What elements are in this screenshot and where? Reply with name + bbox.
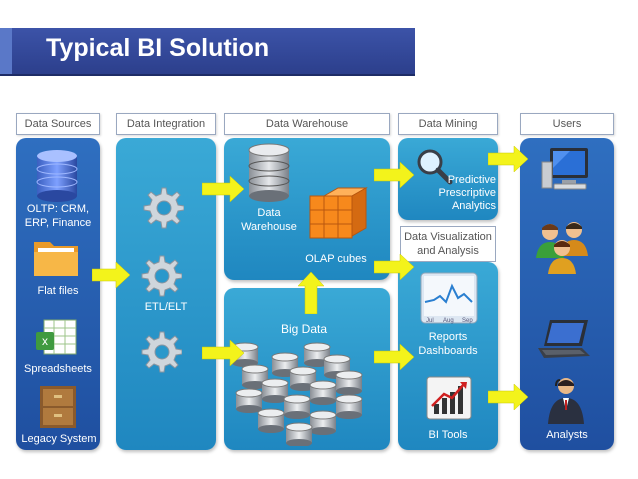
database-icon xyxy=(36,150,78,202)
laptop-icon xyxy=(538,320,590,358)
olap-cubes-label: OLAP cubes xyxy=(305,253,367,265)
header-data-sources: Data Sources xyxy=(16,113,100,135)
bi-tools-label: BI Tools xyxy=(428,429,468,441)
arrow-big-data-to-olap xyxy=(297,271,325,314)
arrow-mining-to-users xyxy=(488,146,529,172)
visualization-header: Data Visualization and Analysis xyxy=(400,226,496,262)
source-oltp-label: OLTP: CRM, ERP, Finance xyxy=(24,203,92,229)
olap-cube-icon xyxy=(309,187,368,239)
source-spreadsheets-label: Spreadsheets xyxy=(24,363,92,375)
analyst-icon xyxy=(548,378,584,424)
header-users: Users xyxy=(520,113,614,135)
magnifier-icon xyxy=(417,149,453,185)
arrow-warehouse-to-visualization xyxy=(374,254,415,280)
chart-tick-aug: Aug xyxy=(443,318,454,324)
reports-chart-icon: Jul Aug Sep xyxy=(420,272,478,324)
title-bar: Typical BI Solution xyxy=(0,28,415,76)
header-data-integration: Data Integration xyxy=(116,113,216,135)
chart-tick-jul: Jul xyxy=(426,318,434,324)
big-data-label: Big Data xyxy=(280,322,328,336)
analysts-label: Analysts xyxy=(546,429,588,441)
big-data-cluster-icon xyxy=(232,342,363,446)
arrow-sources-to-etl xyxy=(92,262,131,288)
users-group-icon xyxy=(536,222,588,274)
cabinet-icon xyxy=(40,386,76,428)
arrow-warehouse-to-mining xyxy=(374,162,415,188)
arrow-etl-to-big-data xyxy=(202,340,245,366)
source-flat-files-label: Flat files xyxy=(37,285,79,297)
desktop-computer-icon xyxy=(541,148,588,190)
arrow-etl-to-warehouse xyxy=(202,176,245,202)
header-data-mining: Data Mining xyxy=(398,113,498,135)
reports-dashboards-label: Reports Dashboards xyxy=(418,331,478,357)
data-warehouse-icon xyxy=(248,143,290,202)
chart-tick-sep: Sep xyxy=(462,318,473,324)
header-data-warehouse: Data Warehouse xyxy=(224,113,390,135)
gear-icon xyxy=(141,331,182,373)
title-accent xyxy=(0,28,12,74)
gear-icon xyxy=(143,187,184,229)
svg-text:x: x xyxy=(42,334,48,348)
etl-label: ETL/ELT xyxy=(144,301,188,313)
spreadsheet-icon: x xyxy=(36,319,77,355)
arrow-big-data-to-visualization xyxy=(374,344,415,370)
folder-icon xyxy=(34,242,78,276)
bi-tools-chart-icon xyxy=(426,376,472,420)
page-title: Typical BI Solution xyxy=(46,34,270,62)
arrow-bi-tools-to-analysts xyxy=(488,384,529,410)
source-legacy-label: Legacy System xyxy=(21,433,97,445)
gear-icon xyxy=(141,255,182,297)
predictive-analytics-label: Predictive Prescriptive Analytics xyxy=(438,174,496,212)
data-warehouse-label: Data Warehouse xyxy=(241,207,297,233)
